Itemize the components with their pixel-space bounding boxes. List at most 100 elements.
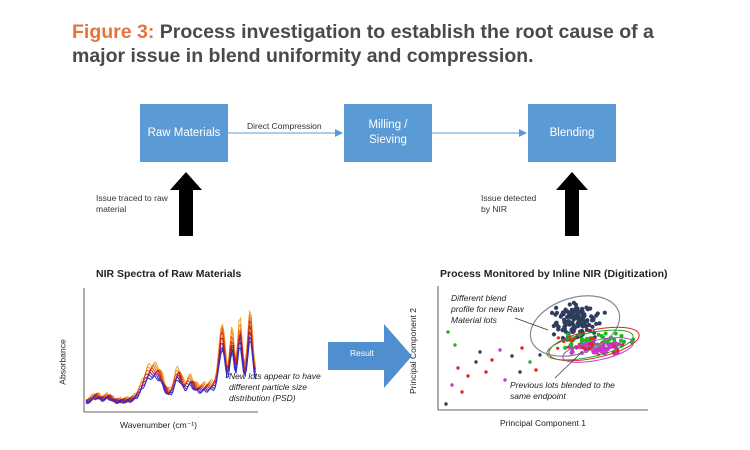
scatter-point-other [453, 343, 457, 347]
nir-annotation-line [225, 344, 235, 379]
issue-detected-label: Issue detected by NIR [481, 193, 537, 214]
scatter-point-green [579, 337, 584, 342]
green-ellipse [546, 329, 634, 361]
figure-label: Figure 3: [72, 21, 155, 43]
scatter-point-new-lot [577, 320, 583, 325]
scatter-point-new-lot [554, 310, 560, 315]
scatter-point-red [621, 343, 625, 347]
scatter-point-new-lot [551, 332, 557, 337]
milling-sieving-box: Milling / Sieving [344, 104, 432, 162]
scatter-point-green [619, 338, 624, 343]
scatter-point-green [612, 337, 617, 342]
scatter-point-green [613, 331, 618, 336]
scatter-point-other [498, 348, 502, 352]
scatter-point-green [565, 332, 570, 337]
scatter-point-other [510, 354, 514, 358]
scatter-point-new-lot [582, 320, 587, 325]
issue-traced-label: Issue traced to raw material [96, 193, 168, 214]
scatter-point-new-lot [584, 305, 589, 310]
nir-x-axis-label: Wavenumber (cm⁻¹) [120, 420, 197, 430]
scatter-point-other [456, 366, 460, 370]
scatter-point-new-lot [556, 327, 561, 332]
scatter-point-new-lot [572, 326, 577, 331]
scatter-point-green [599, 334, 604, 338]
scatter-point-new-lot [561, 317, 567, 322]
purple-ellipse [562, 337, 634, 363]
scatter-point-green [619, 333, 624, 338]
up-arrow-left-icon [170, 172, 202, 236]
pca-annotation-prev: Previous lots blended to the same endpoi… [510, 380, 615, 401]
scatter-point-other [484, 370, 488, 374]
scatter-point-other [503, 378, 507, 382]
scatter-point-new-lot [553, 321, 558, 326]
scatter-point-new-lot [573, 302, 579, 307]
pca-annotation-new-line [514, 317, 549, 331]
scatter-point-new-lot [554, 305, 559, 310]
up-arrow-right-icon [556, 172, 588, 236]
nir-annotation: New lots appear to have different partic… [229, 371, 321, 403]
raw-materials-label: Raw Materials [147, 126, 221, 139]
pca-chart-title: Process Monitored by Inline NIR (Digitiz… [440, 268, 668, 280]
spectrum-line [85, 309, 256, 403]
scatter-point-red [556, 336, 561, 340]
scatter-point-red [573, 336, 577, 340]
scatter-point-purple [594, 349, 599, 354]
spectrum-line [85, 340, 256, 405]
figure-title-text: Process investigation to establish the r… [72, 21, 654, 67]
result-arrow-icon [328, 324, 412, 388]
red-ellipse [548, 326, 640, 362]
scatter-point-purple [605, 347, 610, 351]
scatter-point-new-lot [602, 310, 607, 315]
scatter-point-purple [613, 341, 618, 346]
scatter-point-other [520, 346, 524, 350]
nir-spectra-lines [85, 309, 256, 405]
scatter-point-other [490, 358, 494, 362]
scatter-point-red [583, 347, 587, 351]
scatter-point-red [591, 336, 596, 340]
scatter-point-red [587, 347, 591, 351]
scatter-point-purple [570, 349, 575, 354]
scatter-point-purple [608, 343, 613, 348]
pca-annotation-prev-line [554, 351, 583, 379]
scatter-point-new-lot [588, 306, 593, 311]
scatter-point-new-lot [566, 319, 571, 324]
scatter-point-purple [599, 349, 604, 354]
scatter-point-purple [582, 343, 587, 348]
scatter-point-other [478, 350, 482, 354]
scatter-point-new-lot [569, 320, 575, 325]
pca-annotation-new: Different blend profile for new Raw Mate… [451, 293, 524, 325]
scatter-point-red [570, 339, 574, 343]
scatter-point-other [446, 330, 450, 334]
scatter-point-new-lot [580, 314, 585, 319]
scatter-point-purple [602, 347, 607, 352]
nir-chart-title: NIR Spectra of Raw Materials [96, 268, 242, 280]
scatter-point-purple [591, 350, 596, 355]
scatter-point-other [538, 353, 542, 357]
scatter-point-new-lot [559, 312, 564, 318]
scatter-point-green [563, 345, 568, 350]
scatter-point-new-lot [569, 309, 574, 315]
result-label: Result [349, 348, 375, 358]
scatter-point-new-lot [597, 321, 602, 326]
scatter-point-other [534, 368, 538, 372]
scatter-point-red [588, 342, 592, 346]
scatter-point-red [566, 345, 571, 349]
blending-box: Blending [528, 104, 616, 162]
scatter-point-purple [617, 342, 621, 347]
scatter-point-new-lot [578, 309, 583, 314]
milling-sieving-label: Milling / Sieving [368, 119, 408, 146]
scatter-point-other [444, 402, 448, 406]
raw-materials-box: Raw Materials [140, 104, 228, 162]
scatter-point-new-lot [575, 324, 581, 329]
pca-x-axis-label: Principal Component 1 [500, 418, 586, 428]
scatter-point-other [460, 390, 464, 394]
scatter-point-green [585, 336, 590, 341]
scatter-point-green [596, 332, 601, 337]
scatter-point-new-lot [562, 326, 568, 331]
blending-label: Blending [549, 126, 595, 139]
scatter-point-other [450, 383, 454, 387]
direct-compression-label: Direct Compression [247, 121, 322, 131]
scatter-point-red [581, 346, 585, 350]
scatter-point-new-lot [595, 311, 600, 316]
